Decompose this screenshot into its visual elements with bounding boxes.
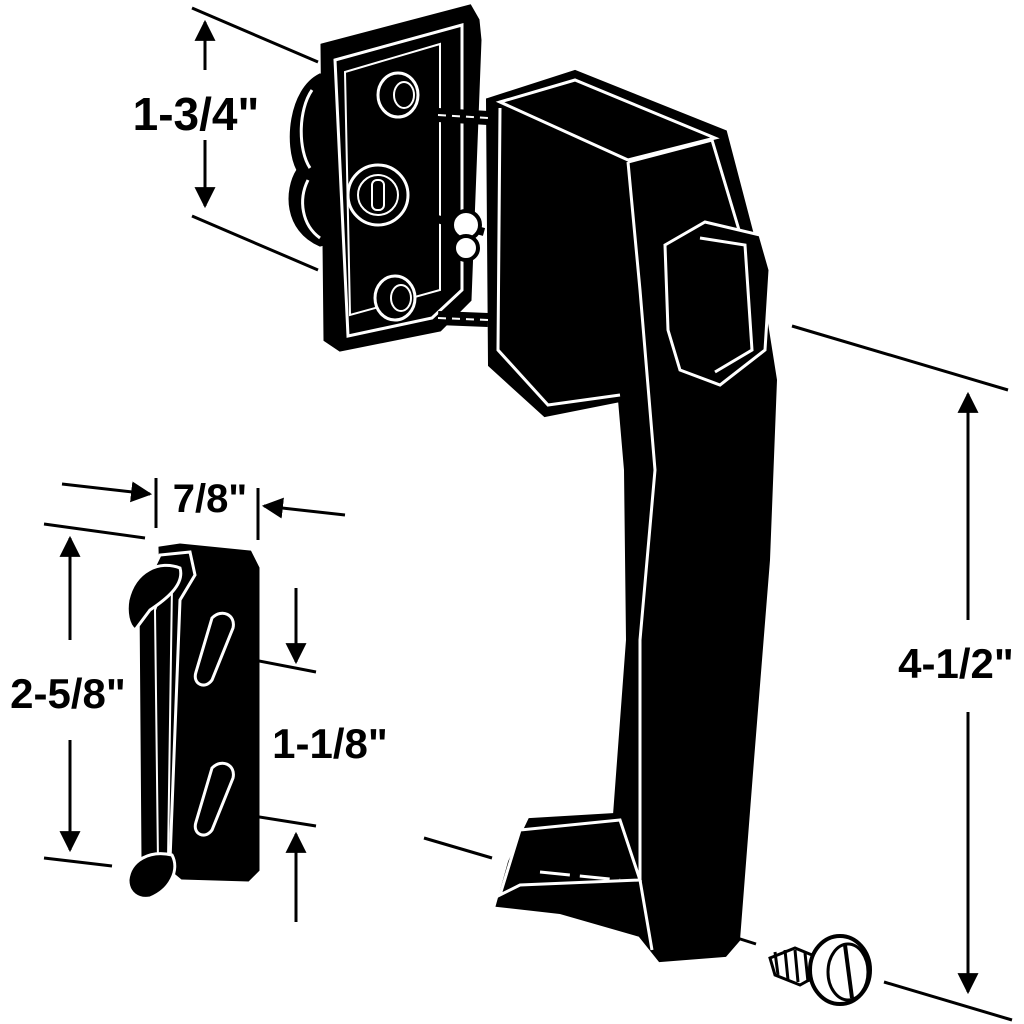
handle-body bbox=[485, 69, 778, 963]
dimension-label-handle-height: 4-1/2" bbox=[898, 640, 1014, 687]
dimension-label-strike-width: 7/8" bbox=[173, 477, 248, 521]
dimension-strike-width: 7/8" bbox=[61, 477, 346, 540]
screw bbox=[768, 934, 872, 1006]
dimension-handle-height: 4-1/2" bbox=[423, 324, 1014, 1022]
strike-plate bbox=[125, 543, 260, 900]
dimension-hole-spacing: 1-1/8" bbox=[227, 588, 388, 922]
dimension-label-hole-spacing: 1-1/8" bbox=[272, 720, 388, 767]
latch-plate bbox=[288, 4, 489, 352]
dimension-strike-height: 2-5/8" bbox=[10, 522, 146, 868]
push-button bbox=[663, 220, 772, 387]
dimension-latch-depth: 1-3/4" bbox=[133, 6, 319, 272]
dimension-label-latch-depth: 1-3/4" bbox=[133, 88, 260, 140]
dimension-label-strike-height: 2-5/8" bbox=[10, 670, 126, 717]
